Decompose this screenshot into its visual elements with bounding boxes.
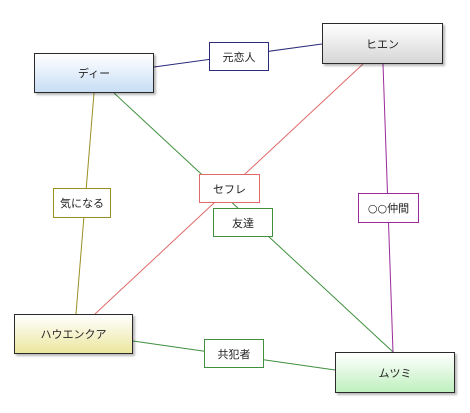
edge-label-concern: 気になる [53,188,111,218]
edge-label-friend: 友達 [213,208,273,237]
node-dee[interactable]: ディー [34,53,154,93]
node-hauenkua[interactable]: ハウエンクア [14,314,133,354]
edge-label-accomplice: 共犯者 [204,339,264,368]
node-hien[interactable]: ヒエン [322,23,443,64]
edge-label-mates: ○○仲間 [358,193,419,223]
edge-label-ex-lover: 元恋人 [209,42,269,71]
node-mutsumi[interactable]: ムツミ [335,352,455,393]
edge-label-sefure: セフレ [199,174,260,203]
